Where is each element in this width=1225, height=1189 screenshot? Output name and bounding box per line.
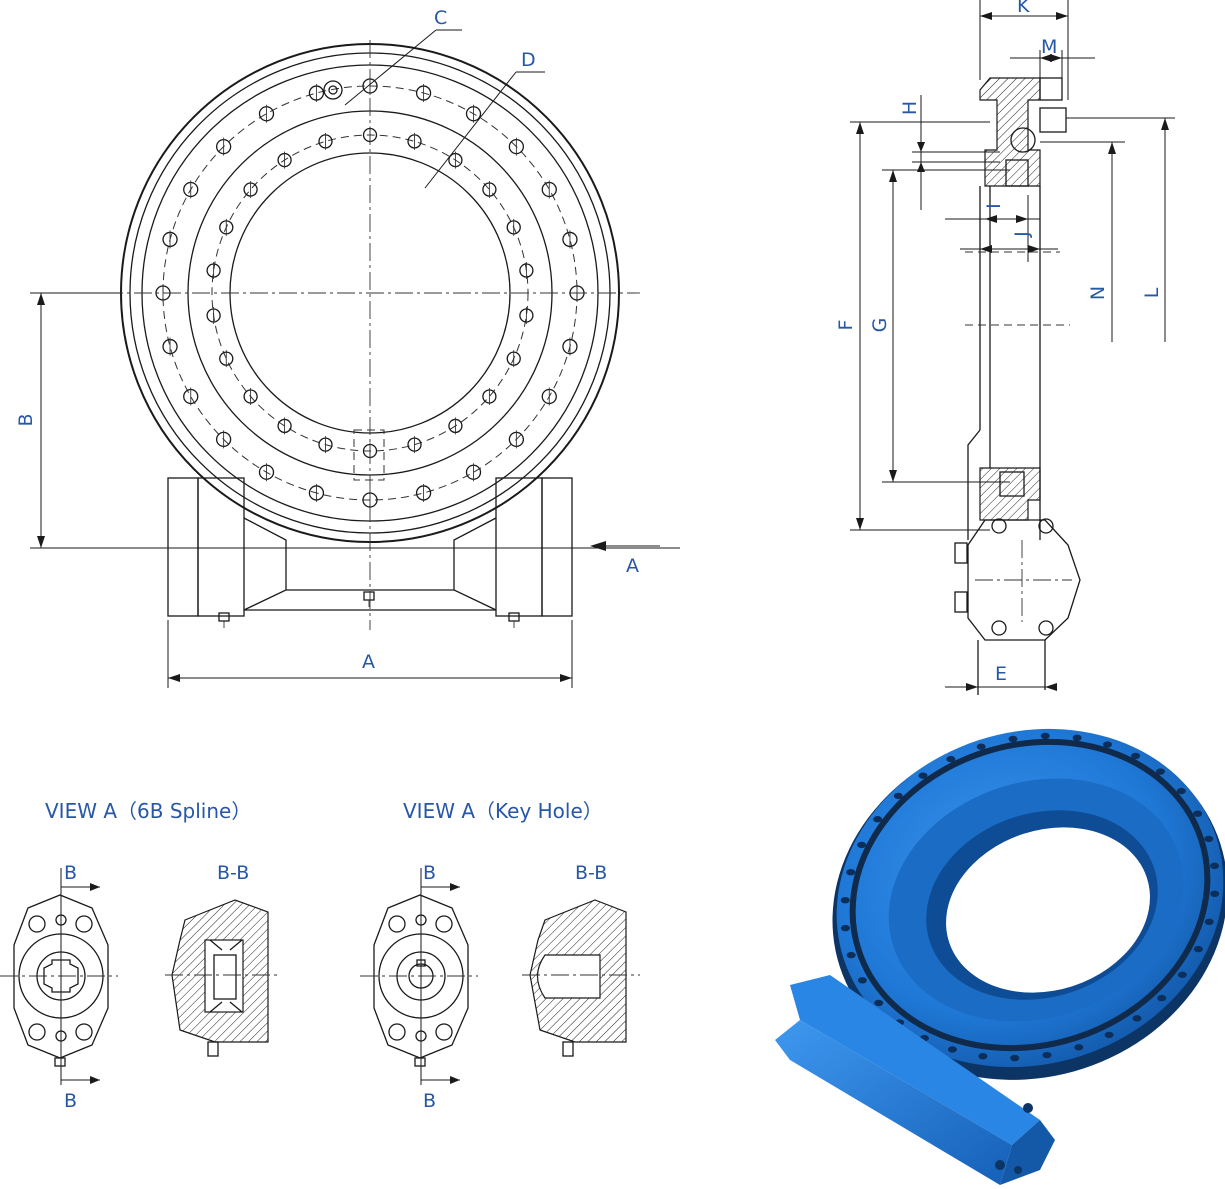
render-bolt-hole [1132,1015,1142,1022]
render-bolt-hole [873,816,883,823]
front-view: A B A C D [15,7,680,688]
render-bolt-hole [947,1046,957,1053]
render-bolt-hole [1010,1054,1020,1062]
keyhole-view-title: VIEW A（Key Hole） [403,799,603,823]
render-bolt-hole [840,924,850,932]
render-bolt-hole [1193,810,1203,817]
render-bolt-hole [978,1052,988,1060]
label-E: E [995,663,1007,685]
render-bolt-hole [1155,768,1165,775]
render-bolt-hole [1157,994,1167,1002]
render-bolt-hole [946,755,956,763]
view-a-spline: VIEW A（6B Spline） B B B-B [0,799,280,1112]
render-bolt-hole [1040,732,1050,740]
render-bolt-hole [1104,1031,1114,1039]
render-bolt-hole [1008,735,1018,743]
render-bolt-hole [1042,1051,1052,1059]
render-bolt-hole [1210,890,1220,898]
render-bolt-hole [857,977,867,984]
outer-bolt-holes [155,77,585,509]
render-bolt-hole [918,772,928,779]
keyhole-section-mark-top: B [423,862,436,884]
render-bolt-hole [1131,752,1141,760]
section-mark-top: B [64,862,77,884]
label-N: N [1087,286,1109,300]
side-section-view: F G H I J K [835,0,1175,695]
label-M: M [1041,36,1057,58]
render-bolt-hole [893,792,903,800]
label-I: I [983,203,1005,209]
keyhole-section-title: B-B [575,862,607,884]
dimension-B: B [15,292,680,549]
label-H: H [899,101,921,115]
render-bolt-hole [1177,971,1187,978]
render-bolt-hole [1204,835,1214,843]
render-bolt-hole [846,951,856,959]
view-arrow-A: A [590,541,660,577]
label-D: D [521,49,536,71]
label-A: A [362,651,375,673]
view-arrow-label: A [626,555,639,577]
render-bolt-hole [840,896,850,904]
worm-housing [167,477,573,628]
label-K: K [1017,0,1030,17]
leader-D: D [424,49,545,189]
render-bolt-hole [1204,918,1214,926]
label-L: L [1141,287,1163,298]
product-render [775,728,1225,1185]
dimension-A: A [167,620,573,688]
render-bolt-hole [1193,945,1203,953]
spline-view-title: VIEW A（6B Spline） [45,799,251,823]
section-title: B-B [217,862,249,884]
render-bolt-hole [1210,862,1220,870]
label-J: J [1011,231,1033,238]
label-F: F [835,320,857,331]
leader-C: C [344,7,462,106]
view-a-keyhole: VIEW A（Key Hole） B B B-B [360,799,640,1112]
render-bolt-hole [857,841,867,849]
render-bolt-hole [976,743,986,750]
label-G: G [869,318,891,333]
render-bolt-hole [1176,787,1186,795]
render-bolt-hole [1072,734,1082,742]
render-bolt-hole [874,999,884,1007]
label-C: C [434,7,447,29]
keyhole-section-mark-bottom: B [423,1090,436,1112]
section-mark-bottom: B [64,1090,77,1112]
render-bolt-hole [1103,741,1113,748]
render-bolt-hole [1074,1044,1084,1051]
render-bolt-hole [846,868,856,876]
label-B: B [15,413,37,426]
